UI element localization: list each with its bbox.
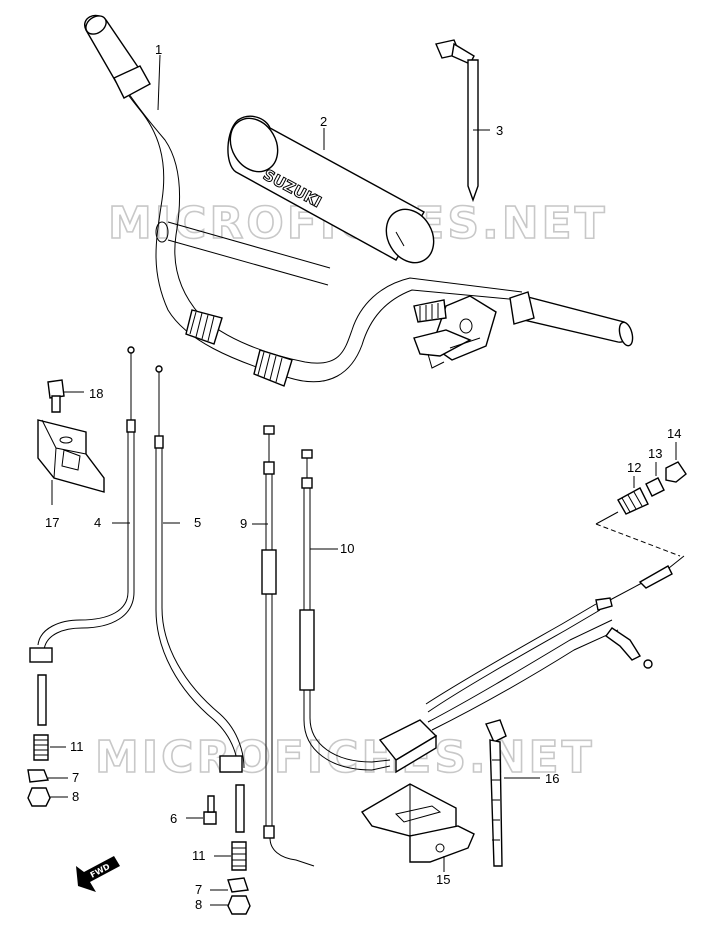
callout-1: 1 — [155, 42, 162, 57]
callout-11b: 11 — [192, 848, 206, 863]
callout-13: 13 — [648, 446, 662, 461]
clutch-cable-4 — [29, 346, 136, 726]
callout-labels: 1 2 3 4 5 6 7 7 8 8 9 10 11 11 12 13 14 … — [45, 42, 681, 912]
locknut-13 — [645, 462, 665, 497]
bracket-17 — [37, 379, 105, 505]
callout-8b: 8 — [195, 897, 202, 912]
throttle-cable-9 — [252, 425, 315, 867]
callout-7b: 7 — [195, 882, 202, 897]
cable-strap-16 — [485, 719, 540, 867]
callout-5: 5 — [194, 515, 201, 530]
nut-7a — [27, 769, 68, 783]
clutch-cable-5 — [154, 365, 245, 833]
callout-18: 18 — [89, 386, 103, 401]
callout-12: 12 — [627, 460, 641, 475]
forward-arrow-icon: FWD — [76, 856, 120, 892]
grip-tool — [435, 39, 490, 203]
throttle-cable-10 — [299, 449, 391, 771]
cable-junction — [378, 511, 685, 774]
callout-4: 4 — [94, 515, 101, 530]
callout-17: 17 — [45, 515, 59, 530]
nut-7b — [210, 877, 249, 893]
callout-11a: 11 — [70, 739, 84, 754]
nut-8b — [210, 895, 251, 915]
callout-10: 10 — [340, 541, 354, 556]
nut-8a — [27, 787, 68, 807]
bolt-6 — [186, 795, 217, 825]
callout-3: 3 — [496, 123, 503, 138]
callout-8a: 8 — [72, 789, 79, 804]
adjuster-11b — [214, 841, 247, 871]
callout-2: 2 — [320, 114, 327, 129]
watermark-bottom: MICROFICHES.NET — [95, 732, 595, 783]
callout-15: 15 — [436, 872, 450, 887]
adjuster-11a — [33, 734, 66, 761]
handlebar — [84, 14, 634, 387]
callout-6: 6 — [170, 811, 177, 826]
callout-14: 14 — [667, 426, 681, 441]
adjuster-12 — [617, 476, 649, 515]
cap-14 — [665, 442, 687, 483]
bracket-15 — [360, 783, 475, 872]
callout-9: 9 — [240, 516, 247, 531]
callout-7a: 7 — [72, 770, 79, 785]
callout-16: 16 — [545, 771, 559, 786]
